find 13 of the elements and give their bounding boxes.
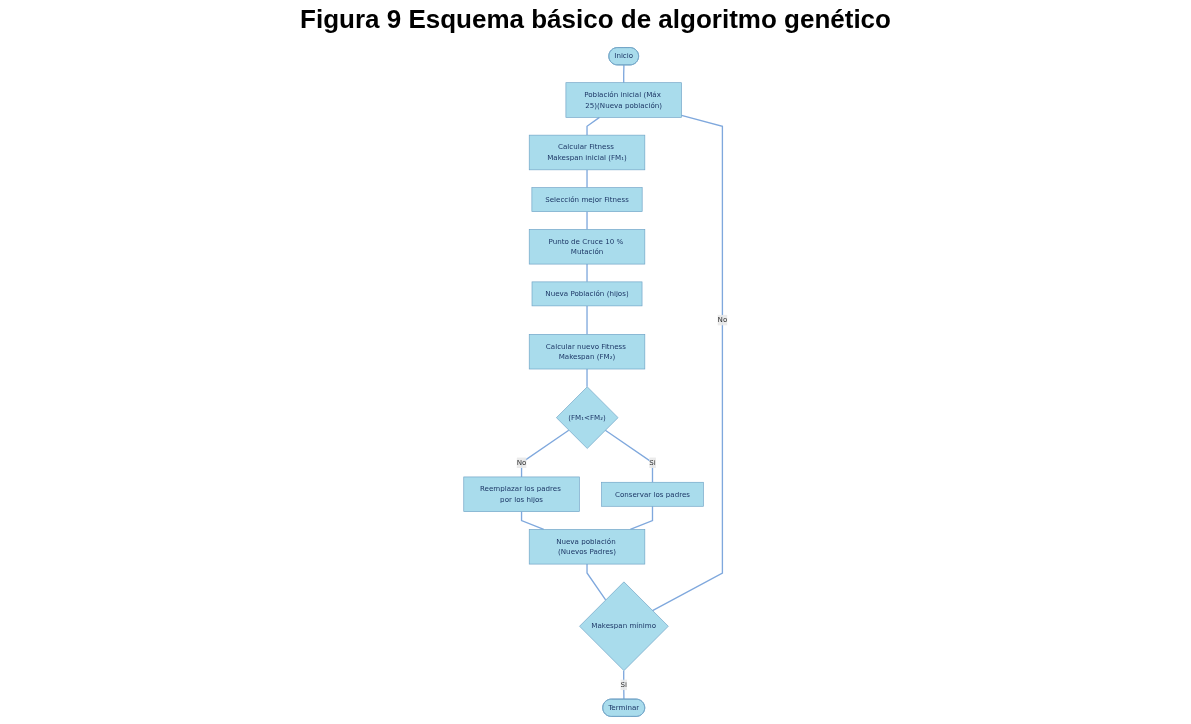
connector xyxy=(586,116,601,136)
connector xyxy=(586,368,588,388)
connector xyxy=(586,210,588,231)
connector xyxy=(651,114,724,612)
connector xyxy=(586,169,588,189)
connector xyxy=(629,505,654,531)
connector xyxy=(586,563,607,601)
connector xyxy=(520,510,545,531)
connector xyxy=(604,429,654,483)
diagram-title: Figura 9 Esquema básico de algoritmo genético xyxy=(299,4,892,35)
connector xyxy=(520,429,570,478)
connector xyxy=(586,305,588,335)
connector xyxy=(586,263,588,283)
